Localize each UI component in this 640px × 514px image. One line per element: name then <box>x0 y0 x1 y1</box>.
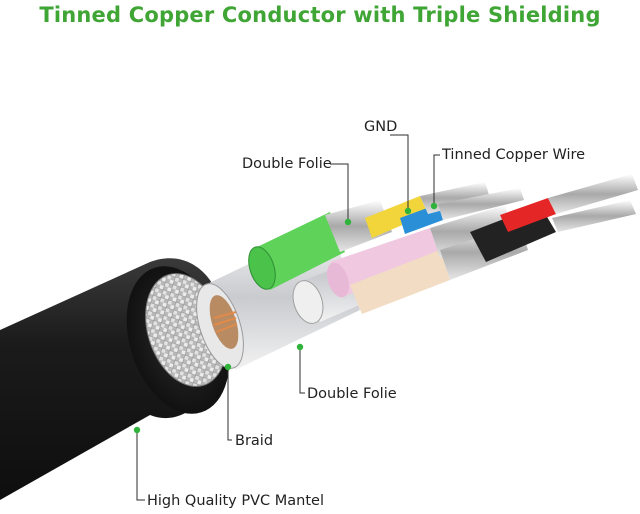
callout-dots <box>133 202 438 434</box>
callout-dot-gnd <box>404 207 412 215</box>
callout-line-pvc <box>136 430 145 501</box>
callout-line-braid <box>227 367 232 441</box>
callout-line-gnd <box>390 134 409 211</box>
label-gnd: GND <box>364 119 397 135</box>
green-core <box>248 200 392 290</box>
red-black-cores <box>470 174 638 262</box>
diagram-title: Tinned Copper Conductor with Triple Shie… <box>39 3 601 27</box>
label-braid: Braid <box>235 433 273 449</box>
callout-dot-braid <box>224 363 232 371</box>
callout-line-double-folie-top <box>330 163 349 222</box>
label-tinned-copper-wire: Tinned Copper Wire <box>441 147 585 163</box>
callout-dot-tinned-copper-wire <box>430 202 438 210</box>
callout-dot-pvc <box>133 426 141 434</box>
label-double-folie-top: Double Folie <box>242 156 332 172</box>
callout-dot-double-folie-bottom <box>296 343 304 351</box>
callout-dot-double-folie-top <box>344 218 352 226</box>
callout-line-double-folie-bottom <box>299 347 305 394</box>
label-double-folie-bottom: Double Folie <box>307 386 397 402</box>
callout-line-tinned-copper-wire <box>433 154 440 206</box>
yellow-blue-cores <box>365 182 524 238</box>
label-pvc-mantel: High Quality PVC Mantel <box>147 493 324 509</box>
callout-lines <box>136 134 440 501</box>
